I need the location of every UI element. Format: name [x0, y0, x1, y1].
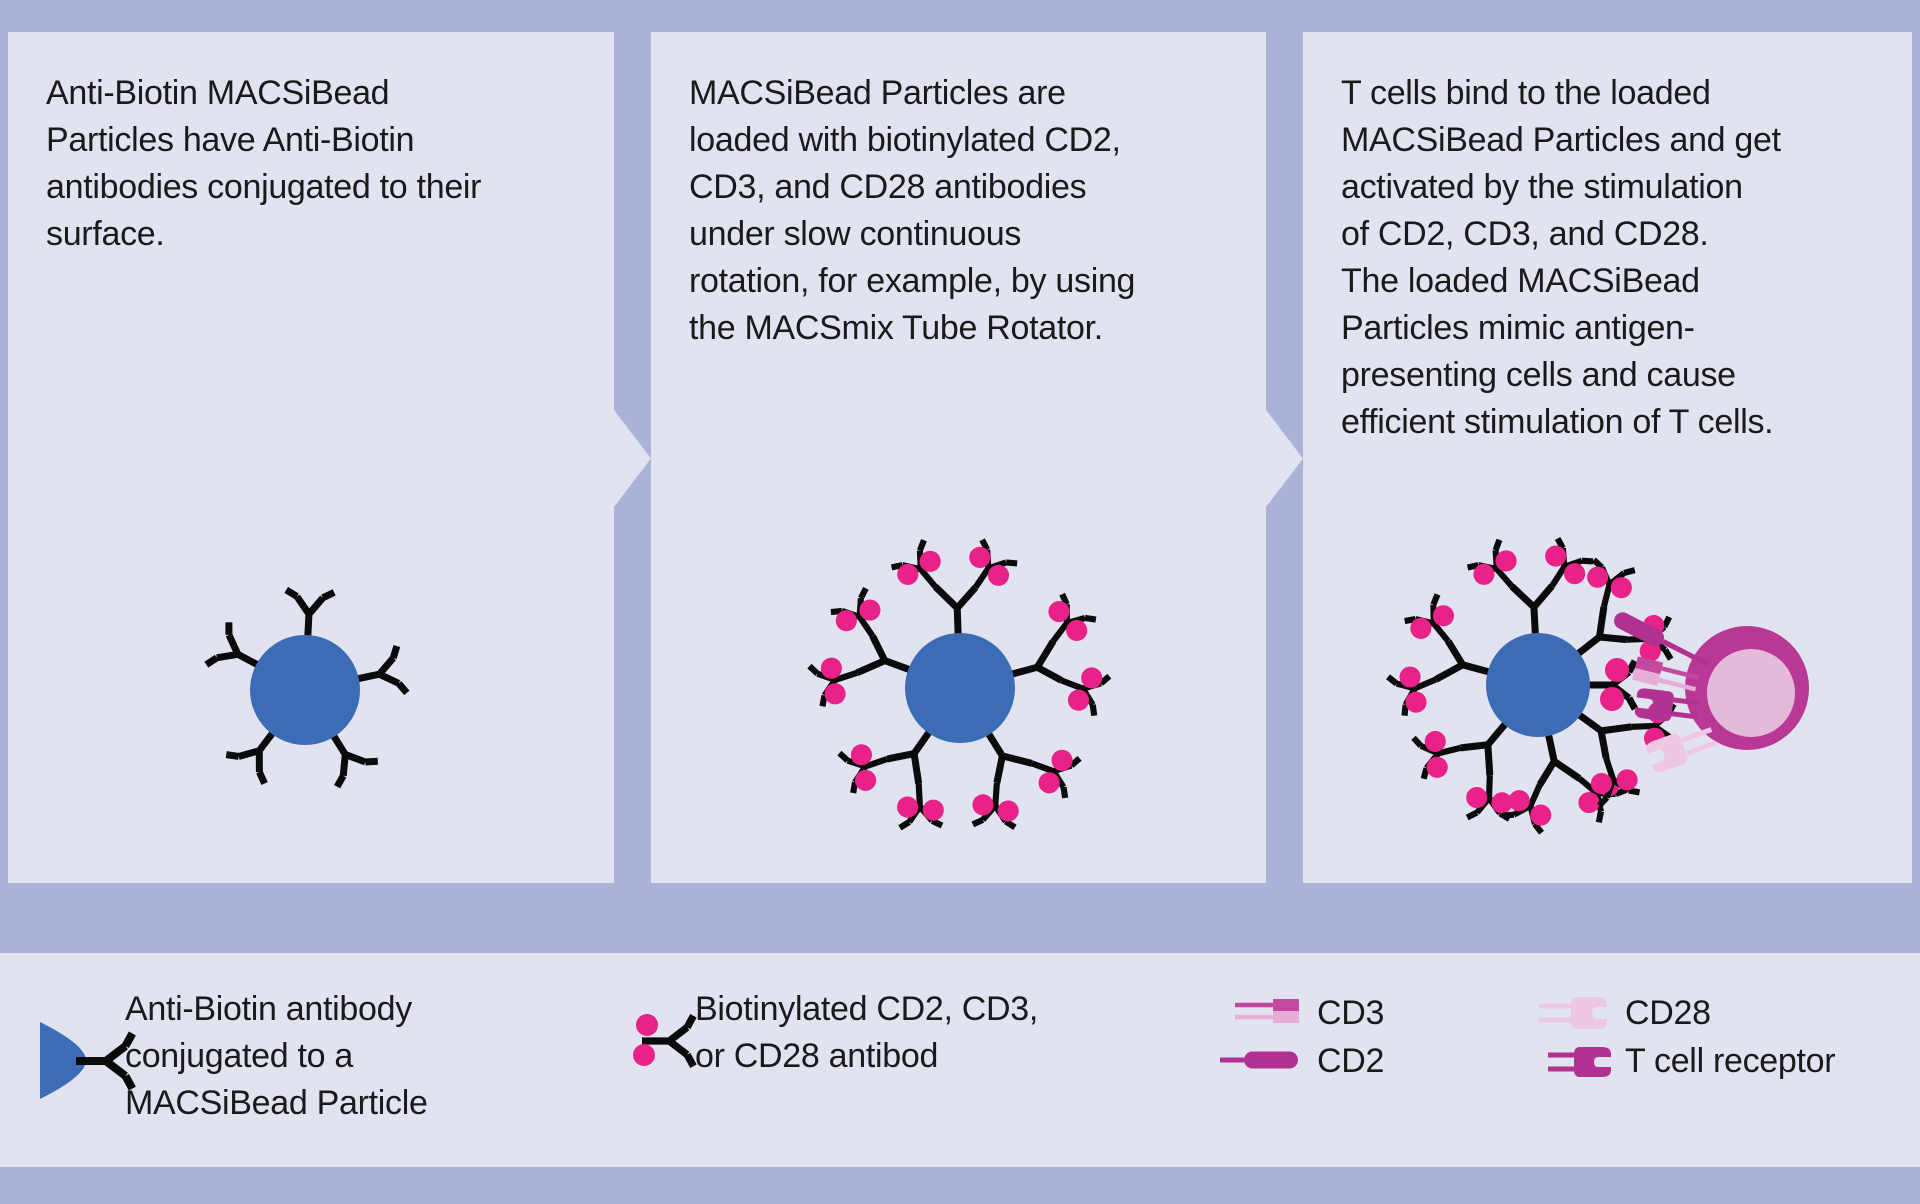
legend-label-cd2: CD2 [1317, 1042, 1385, 1080]
legend-label-biotinylated-antibody: Biotinylated CD2, CD3,or CD28 antibod [695, 990, 1038, 1075]
legend-label-cd28: CD28 [1625, 994, 1711, 1032]
cd2-receptor-icon [1220, 1052, 1298, 1069]
macsibead-with-antibody-icon [40, 1022, 132, 1099]
legend-label-t-cell-receptor: T cell receptor [1625, 1042, 1836, 1080]
cd3-receptor [1632, 656, 1700, 695]
cd28-receptor-icon [1539, 997, 1607, 1029]
biotinylated-antibody-icon [633, 1014, 693, 1066]
arrow-right-icon [1266, 410, 1303, 507]
arrow-right-icon [614, 410, 651, 507]
legend-label-cd3: CD3 [1317, 994, 1385, 1032]
loaded-macsibead-particle [796, 536, 1121, 849]
cd3-receptor-icon [1235, 999, 1299, 1023]
t-cell [1685, 626, 1809, 750]
macsibead-particle [206, 590, 407, 787]
cd2-receptor [1611, 609, 1709, 667]
loaded-macsibead-particle [1378, 534, 1697, 843]
cd28-receptor [1644, 721, 1719, 774]
t-cell-receptor [1634, 687, 1700, 724]
t-cell-receptor-icon [1548, 1047, 1611, 1077]
